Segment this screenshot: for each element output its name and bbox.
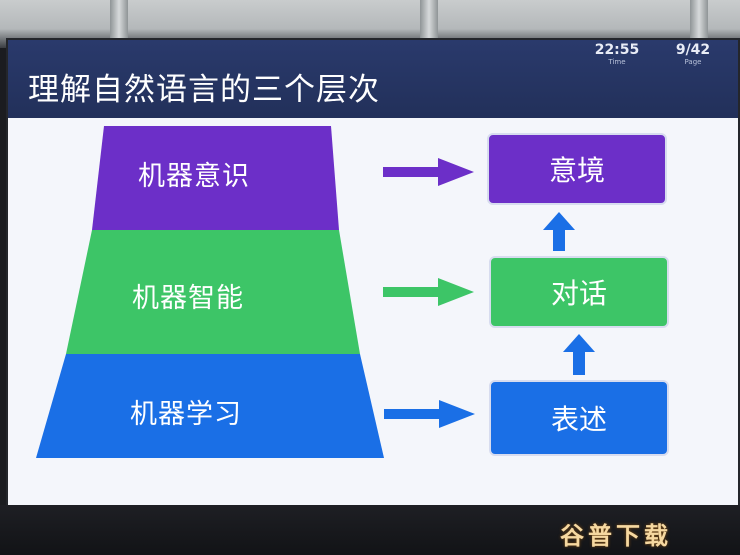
slide-title: 理解自然语言的三个层次 <box>28 72 380 108</box>
pyramid-label-bottom: 机器学习 <box>130 399 242 430</box>
box-yijing: 意境 <box>487 133 667 205</box>
page-value: 9/42 <box>675 42 711 58</box>
floor-background <box>0 505 740 555</box>
ceiling-beam <box>110 0 128 48</box>
arrow-up-icon <box>563 334 595 375</box>
page-label: Page <box>684 58 702 66</box>
pyramid-label-middle: 机器智能 <box>132 283 244 314</box>
ceiling-beam <box>690 0 708 48</box>
watermark-logo: 谷普下载 <box>560 522 672 550</box>
box-duihua: 对话 <box>489 256 669 328</box>
arrow-right-icon <box>383 278 474 306</box>
slide-title-bar: 理解自然语言的三个层次 22:55 Time 9/42 Page <box>8 40 738 118</box>
time-label: Time <box>608 58 626 66</box>
pyramid-layer-middle <box>66 230 360 354</box>
pyramid-layer-top <box>92 126 339 230</box>
arrow-right-icon <box>383 158 474 186</box>
diagram-canvas <box>36 126 595 458</box>
pyramid-layer-bottom <box>36 354 384 458</box>
time-indicator: 22:55 Time <box>591 42 643 67</box>
time-value: 22:55 <box>594 42 640 58</box>
box-biaoshu: 表述 <box>489 380 669 456</box>
arrow-right-icon <box>384 400 475 428</box>
page-indicator: 9/42 Page <box>668 42 718 67</box>
ceiling-beam <box>420 0 438 48</box>
projection-screen: 理解自然语言的三个层次 22:55 Time 9/42 Page <box>8 40 738 510</box>
arrow-up-icon <box>543 212 575 251</box>
pyramid-label-top: 机器意识 <box>138 161 250 192</box>
